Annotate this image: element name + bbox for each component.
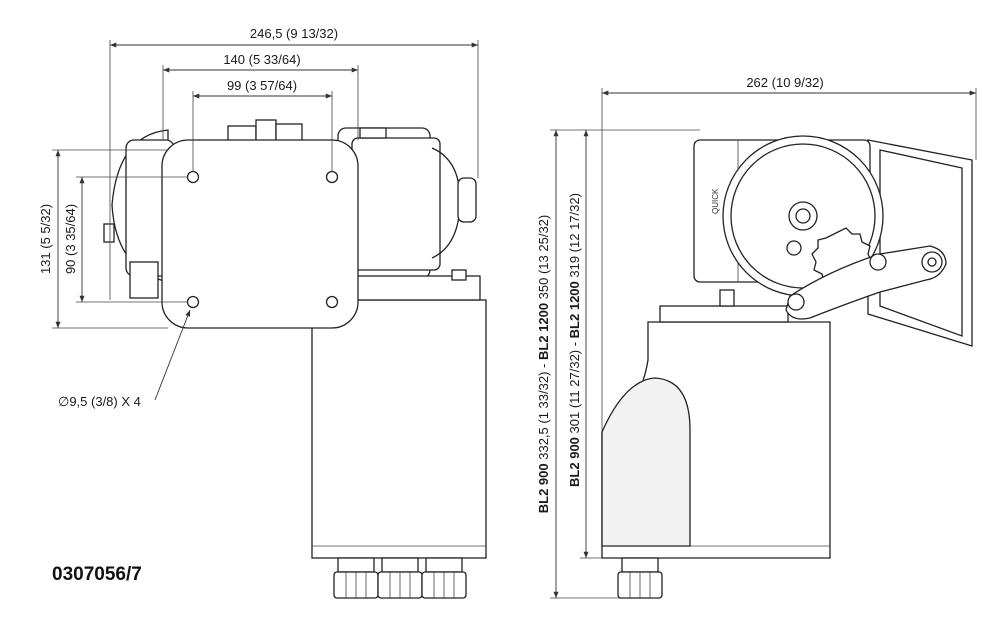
front-view [103,119,487,599]
dim-width-140: 140 (5 33/64) [223,52,300,67]
mount-hole [325,170,339,184]
mount-hole [325,295,339,309]
inner-value-1200: 319 (12 17/32) [567,193,582,281]
inner-model-900: BL2 900 [567,437,582,487]
dim-width-99: 99 (3 57/64) [227,78,297,93]
dim-height-outer: BL2 900 332,5 (1 33/32) - BL2 1200 350 (… [536,215,551,514]
outer-model-1200: BL2 1200 [536,303,551,360]
dim-height-90: 90 (3 35/64) [63,204,78,274]
inner-model-1200: BL2 1200 [567,281,582,338]
dim-hole-spec: ∅9,5 (3/8) X 4 [58,394,141,409]
side-dimensions [550,88,977,599]
dim-height-131: 131 (5 5/32) [38,204,53,274]
dim-height-inner: BL2 900 301 (11 27/32) - BL2 1200 319 (1… [567,193,582,487]
part-code: 0307056/7 [52,564,142,585]
brand-logo: QUICK [711,188,720,214]
inner-value-900: 301 (11 27/32) - [567,338,582,437]
cable-glands [333,557,467,599]
mounting-flange [161,139,359,329]
motor-body [311,299,487,559]
outer-value-900: 332,5 (1 33/32) - [536,360,551,463]
dim-overall-width: 246,5 (9 13/32) [250,26,338,41]
mount-hole [186,170,200,184]
side-view: QUICK [601,135,973,599]
front-dimensions [52,40,479,401]
dim-side-width: 262 (10 9/32) [746,75,823,90]
mount-hole [186,295,200,309]
outer-value-1200: 350 (13 25/32) [536,215,551,303]
outer-model-900: BL2 900 [536,463,551,513]
